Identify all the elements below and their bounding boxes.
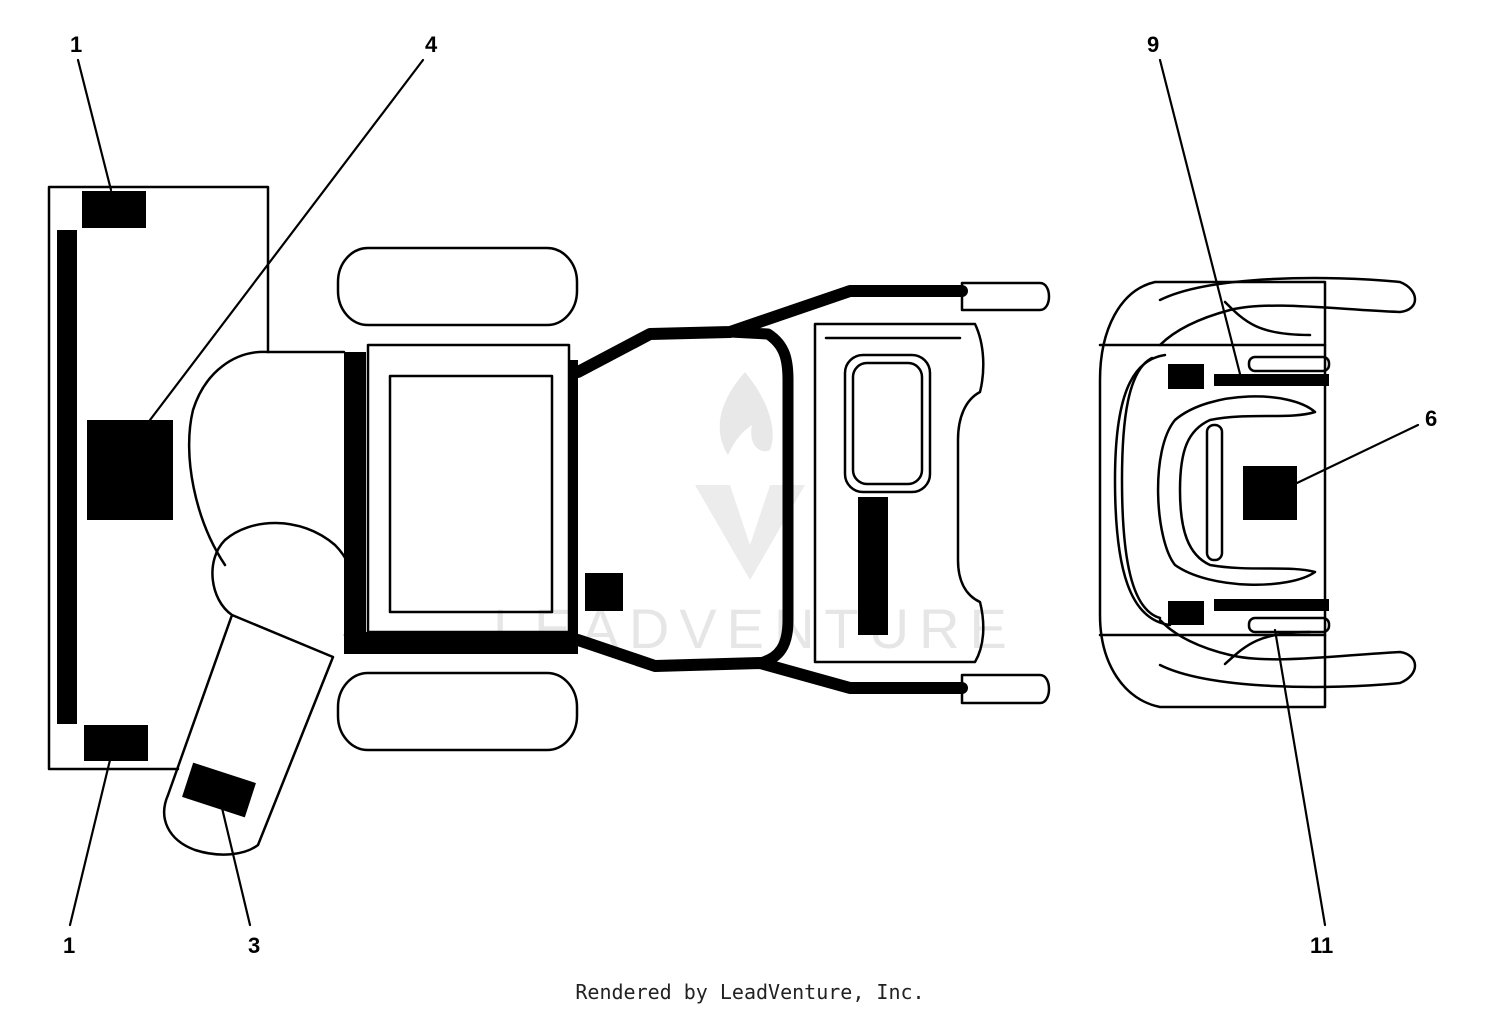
rear-view: [1098, 276, 1417, 709]
leader-3: [220, 806, 252, 927]
rear-decal-top-left: [1168, 364, 1204, 389]
wheel-bottom: [336, 671, 579, 752]
deck-side-strip: [57, 230, 77, 724]
footer-credit: Rendered by LeadVenture, Inc.: [575, 980, 925, 1004]
callout-1-bottom: 1: [63, 933, 75, 958]
callout-6: 6: [1425, 406, 1437, 431]
decal-9: [1214, 374, 1329, 386]
decal-1-top: [82, 191, 146, 228]
rear-slot: [1205, 423, 1224, 562]
panel-window-outer: [843, 353, 932, 494]
rear-inner-arc-left: [1113, 353, 1172, 627]
handle-grip-bottom: [960, 673, 1051, 705]
watermark-text: LEADVENTURE: [493, 597, 1017, 660]
rear-handle-bottom: [1158, 618, 1417, 689]
rear-handle-top: [1158, 276, 1417, 347]
engine-left-strip: [344, 352, 366, 632]
leader-1-top: [76, 58, 113, 192]
rear-top-bar: [1247, 355, 1331, 373]
engine-housing: [366, 343, 571, 634]
discharge-chute: [163, 521, 358, 856]
panel-window-inner: [851, 361, 924, 486]
decal-11: [1247, 616, 1331, 634]
leader-1-bottom: [68, 758, 112, 927]
leader-6: [1295, 423, 1420, 485]
decal-1-bottom: [84, 725, 148, 761]
callout-4: 4: [425, 32, 438, 57]
engine-bottom-band: [344, 632, 577, 654]
leadventure-watermark: LEADVENTURE: [493, 372, 1017, 660]
watermark-flame-icon: [719, 372, 773, 455]
engine-cover: [388, 374, 554, 614]
handle-grip-top: [960, 281, 1051, 312]
wheel-top: [336, 246, 579, 327]
frame-decal: [585, 573, 623, 611]
callout-11: 11: [1310, 933, 1333, 958]
leader-9: [1158, 58, 1242, 376]
discharge-housing: [187, 350, 346, 567]
leader-lines: [68, 58, 1420, 927]
engine: [344, 343, 578, 654]
rear-strip-bottom: [1214, 599, 1329, 611]
leader-11: [1273, 628, 1327, 927]
callout-9: 9: [1147, 32, 1159, 57]
decal-3: [182, 762, 256, 818]
control-panel: [813, 322, 985, 664]
frame: [572, 285, 968, 694]
decal-4: [87, 420, 173, 520]
chute-collar: [211, 521, 358, 637]
callout-3: 3: [248, 933, 260, 958]
frame-inner-loop: [724, 326, 794, 669]
rear-panel: [1156, 395, 1317, 586]
rear-inner-arc-left-2: [1120, 356, 1162, 620]
callouts: 1 4 9 6 1 3 11: [63, 32, 1437, 958]
rear-decal-bottom-left: [1168, 601, 1204, 625]
watermark-v-icon: [695, 485, 805, 580]
panel-strip: [858, 497, 888, 635]
chute-body: [163, 613, 335, 856]
leader-4: [148, 58, 425, 422]
rear-body: [1098, 280, 1327, 709]
callout-1-top: 1: [70, 32, 82, 57]
decal-6: [1243, 466, 1297, 520]
mower-deck: [47, 185, 270, 771]
engine-right-strip: [569, 360, 578, 654]
